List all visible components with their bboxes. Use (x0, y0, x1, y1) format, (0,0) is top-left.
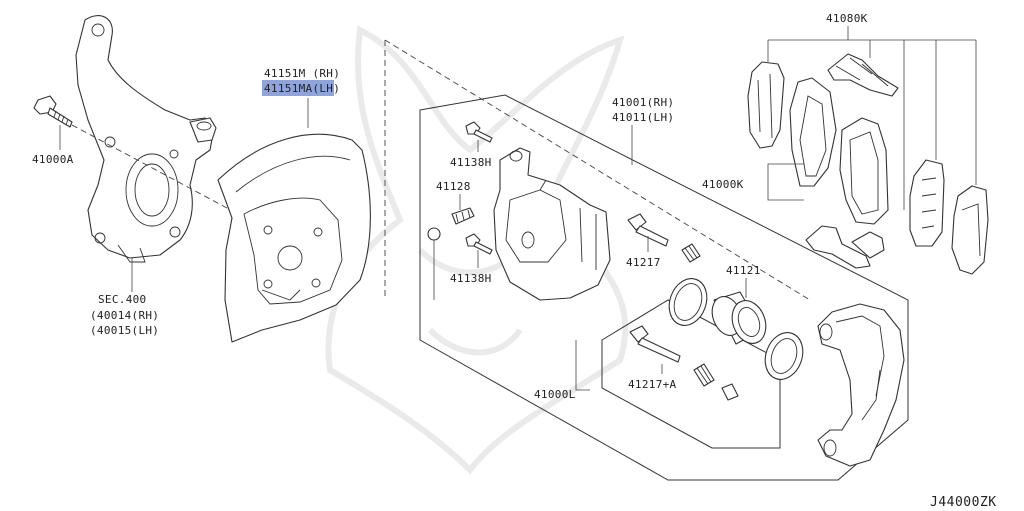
label-41128: 41128 (436, 180, 471, 193)
label-41000a: 41000A (32, 153, 74, 166)
label-40014: (40014(RH) (90, 309, 159, 322)
pad-clip-lower[interactable] (805, 225, 885, 269)
label-41217a: 41217+A (628, 378, 677, 391)
label-40015: (40015(LH) (90, 324, 159, 337)
bolt-41138h-top[interactable] (465, 121, 493, 143)
piston-boot[interactable] (759, 327, 809, 384)
label-41000l: 41000L (534, 388, 576, 401)
bleeder-cap[interactable] (427, 227, 441, 241)
bolt-41138h-bottom[interactable] (465, 233, 493, 255)
label-41138h-bottom: 41138H (450, 272, 492, 285)
brake-backing-plate[interactable] (217, 133, 371, 343)
label-sec400: SEC.400 (98, 293, 146, 306)
bolt-41000a[interactable] (33, 95, 73, 128)
shim-left[interactable] (747, 61, 785, 149)
shim-right-inner[interactable] (909, 159, 945, 247)
label-41001: 41001(RH) (612, 96, 674, 109)
label-41217: 41217 (626, 256, 661, 269)
highlight-41151ma (262, 80, 334, 96)
leader-41000l (575, 340, 590, 391)
shim-right-outer[interactable] (951, 185, 989, 275)
pin-boot-41217a[interactable] (693, 363, 715, 387)
label-41151m: 41151M (RH) (264, 67, 340, 80)
label-41151ma[interactable]: 41151MA(LH) (264, 82, 340, 95)
guide-pin-41217[interactable] (627, 213, 669, 247)
piston-seal-ring[interactable] (663, 273, 713, 330)
axis-line-bolt (71, 124, 241, 216)
label-41000k: 41000K (702, 178, 744, 191)
pad-wear-clips[interactable] (827, 53, 899, 97)
brake-pad-outer[interactable] (839, 117, 889, 225)
caliper-torque-member[interactable] (817, 303, 905, 467)
guide-pin-41217a[interactable] (629, 325, 681, 363)
label-41080k: 41080K (826, 12, 868, 25)
diagram-id: J44000ZK (930, 495, 997, 510)
steering-knuckle[interactable] (75, 15, 217, 263)
bleeder-screw-41128[interactable] (451, 207, 475, 225)
label-41121: 41121 (726, 264, 761, 277)
label-41138h-top: 41138H (450, 156, 492, 169)
leader-41000k (767, 163, 804, 201)
caliper-piston[interactable] (707, 291, 772, 348)
piston-kit-frame (601, 299, 781, 449)
leader-41080k (767, 26, 977, 210)
pin-sleeve[interactable] (721, 383, 739, 401)
caliper-body[interactable] (493, 147, 611, 301)
brake-pad-inner[interactable] (789, 77, 837, 187)
pin-boot-41217[interactable] (681, 243, 701, 263)
label-41011: 41011(LH) (612, 111, 674, 124)
boundary-dash-diagonal (384, 39, 811, 301)
